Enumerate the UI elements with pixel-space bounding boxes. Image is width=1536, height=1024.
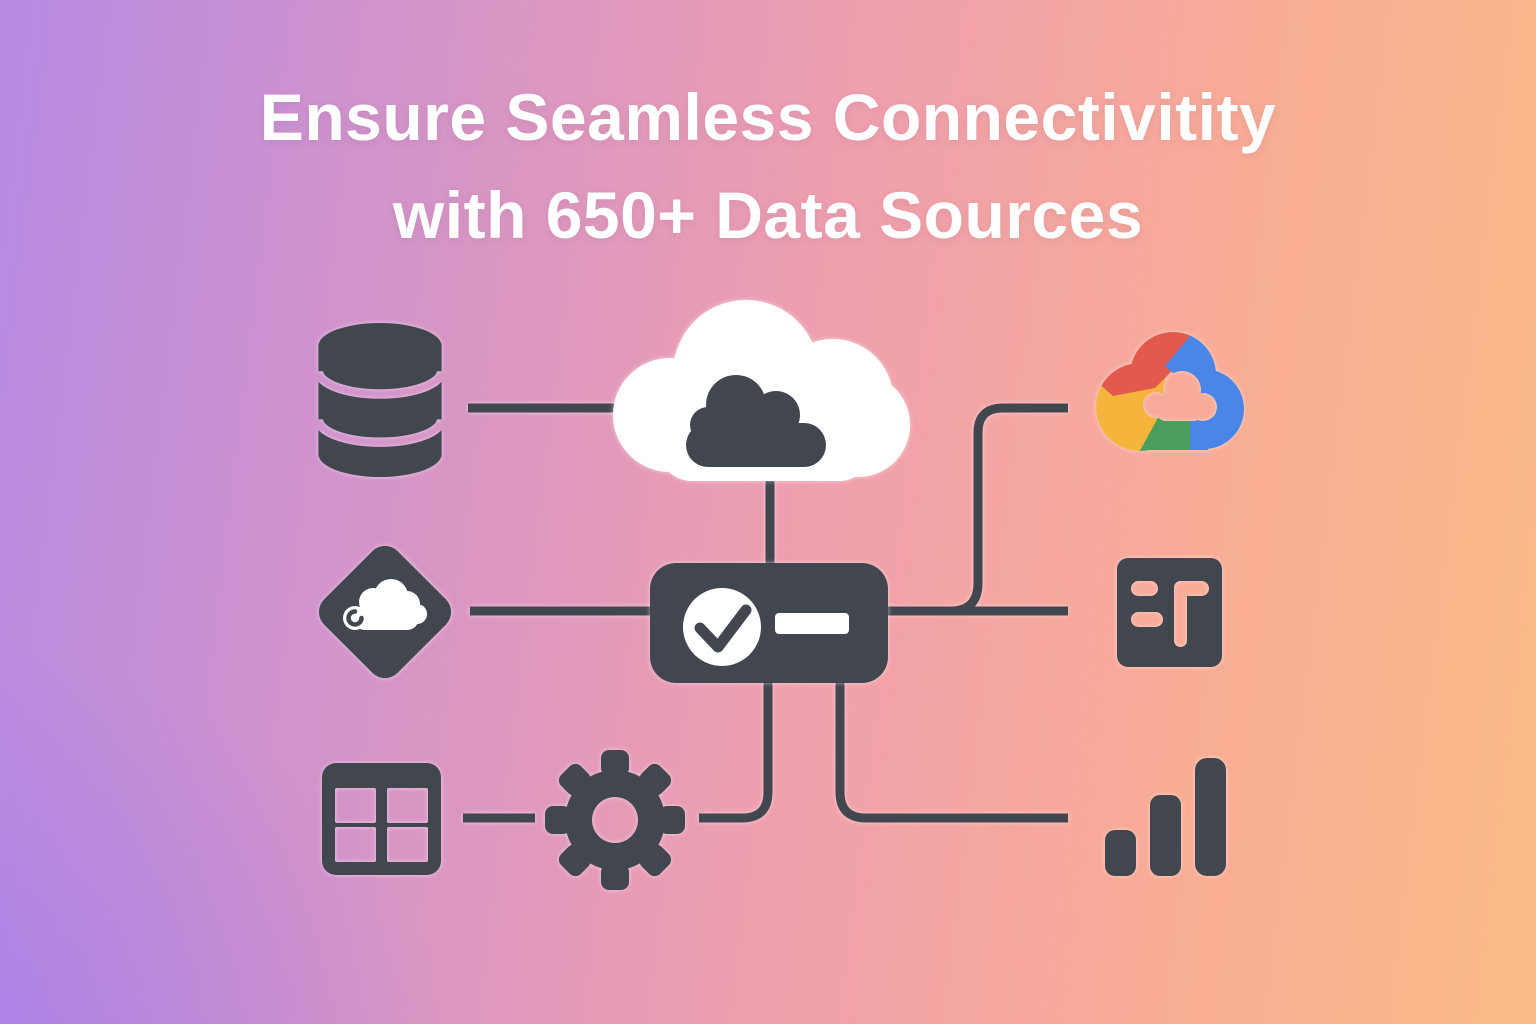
dash-bar xyxy=(775,613,849,634)
gcloud-blue-segment xyxy=(1165,330,1248,456)
title-line-1: Ensure Seamless Connectivitity xyxy=(259,80,1277,154)
cloud-icon xyxy=(613,300,910,481)
database-icon xyxy=(318,323,442,477)
checkmark-card-icon xyxy=(650,563,888,683)
bar-chart-icon xyxy=(1105,758,1226,876)
table-grid-icon xyxy=(322,763,441,875)
gear-icon xyxy=(545,750,685,890)
gcloud-red-segment xyxy=(1095,328,1201,396)
line-branch-to-googlecloud xyxy=(949,403,1068,616)
cloud-curl-detail xyxy=(346,609,364,627)
google-cloud-logo xyxy=(1093,328,1248,456)
gcloud-green-segment xyxy=(1137,416,1190,456)
page-title: Ensure Seamless Connectivitity with 650+… xyxy=(0,68,1536,264)
line-hub-to-gear xyxy=(699,672,773,823)
tableau-like-icon xyxy=(1117,558,1222,667)
title-line-2: with 650+ Data Sources xyxy=(392,178,1144,252)
bar-small xyxy=(1105,830,1136,876)
check-icon xyxy=(694,604,752,653)
inner-cloud-icon xyxy=(686,375,826,467)
bar-medium xyxy=(1150,795,1181,876)
line-hub-to-barchart xyxy=(835,672,1068,823)
bar-tall xyxy=(1195,758,1226,876)
cloud-diamond-icon xyxy=(318,545,452,679)
salesforce-cloud-icon xyxy=(343,579,427,630)
